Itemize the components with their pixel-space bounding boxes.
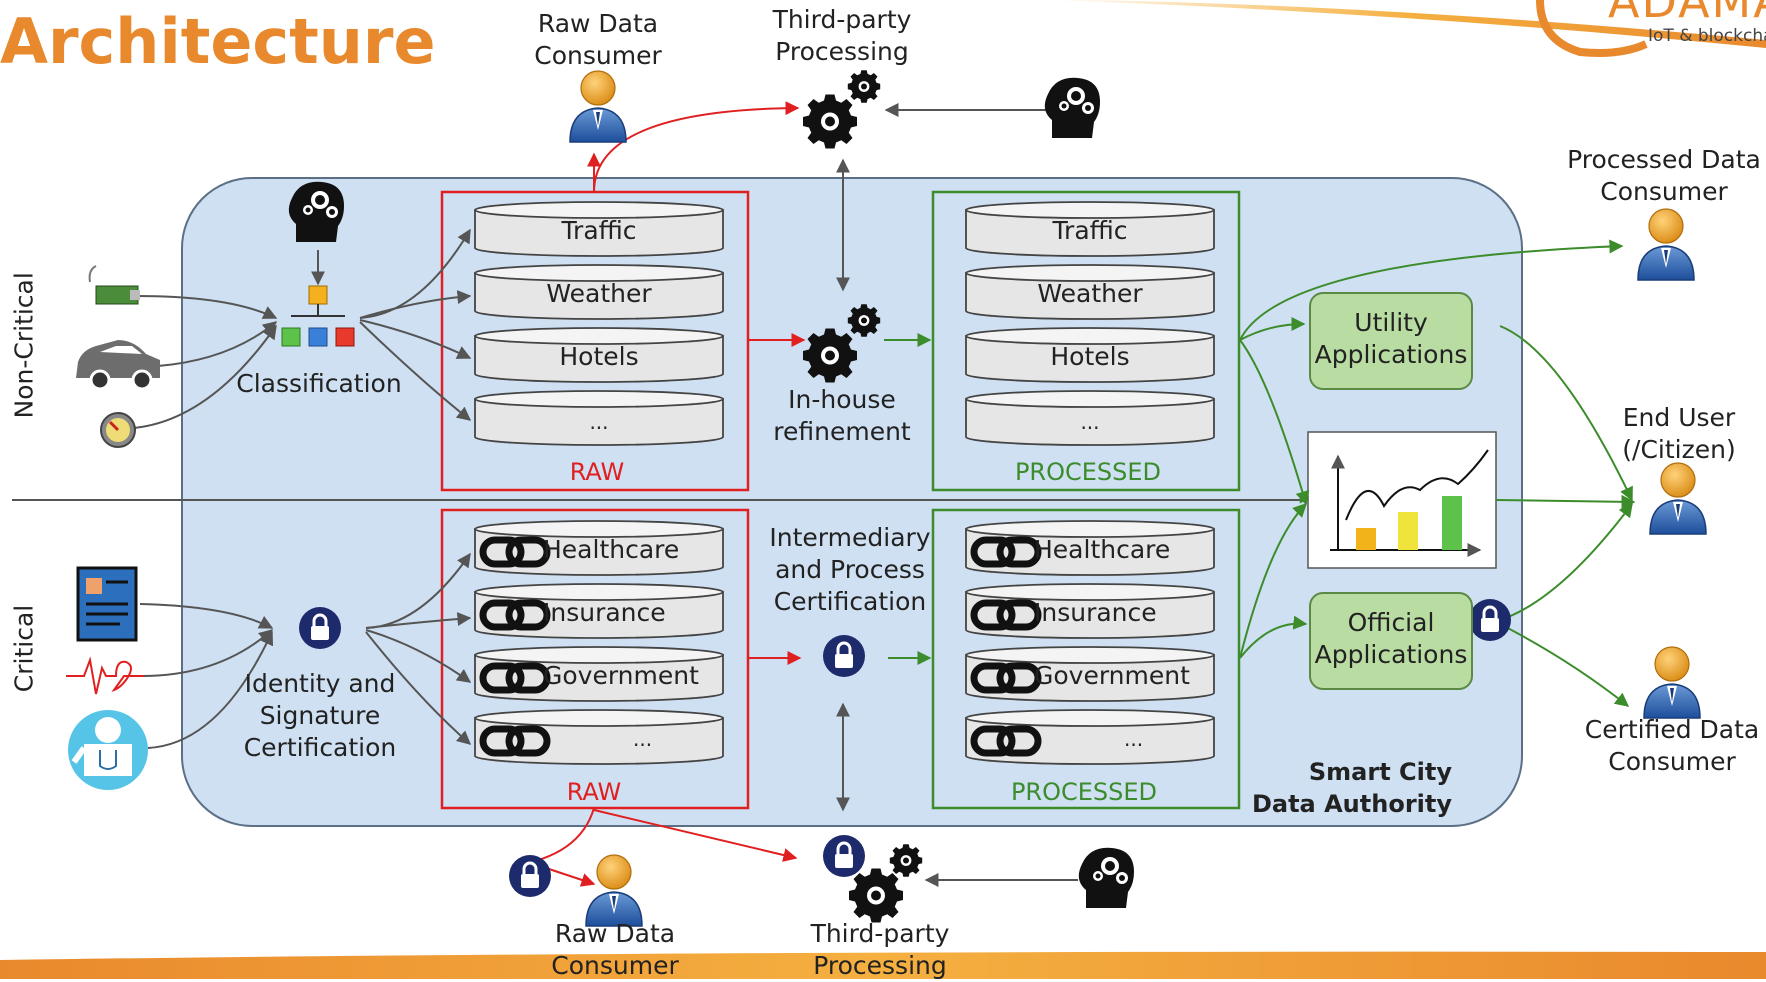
document-icon	[76, 566, 138, 642]
processed-store-cylinder: Healthcare	[964, 519, 1216, 577]
processed-store-label: Hotels	[1050, 342, 1130, 371]
raw-store-cylinder: Insurance	[473, 582, 725, 640]
processed-store-label: Traffic	[1052, 216, 1128, 245]
processed-store-label: ...	[1080, 410, 1100, 434]
raw-store-label: Insurance	[543, 598, 666, 627]
processed-store-label: Insurance	[1034, 598, 1157, 627]
raw-store-label: Traffic	[561, 216, 637, 245]
processed-store-label: ...	[1124, 727, 1144, 751]
official-applications-box[interactable]: Official Applications	[1309, 592, 1473, 690]
chain-link-icon	[479, 599, 551, 631]
raw-label-top: RAW	[569, 458, 625, 486]
processed-store-label: Weather	[1037, 279, 1143, 308]
chain-link-icon	[479, 536, 551, 568]
logo-tagline: IoT & blockcha	[1648, 26, 1766, 46]
heartbeat-icon	[66, 656, 144, 695]
processed-store-cylinder: Hotels	[964, 326, 1216, 384]
top-third-party-gears-icon	[803, 70, 881, 149]
chain-link-icon	[479, 662, 551, 694]
doctor-icon	[68, 710, 148, 790]
chain-link-icon	[970, 662, 1042, 694]
processed-frame-bottom	[931, 508, 1241, 810]
raw-store-label: ...	[633, 727, 653, 751]
processed-store-cylinder: Government	[964, 645, 1216, 703]
end-user-label: End User(/Citizen)	[1622, 403, 1736, 464]
car-icon	[76, 340, 160, 391]
raw-store-cylinder: Government	[473, 645, 725, 703]
raw-store-cylinder: Traffic	[473, 200, 725, 258]
chain-link-icon	[970, 725, 1042, 757]
critical-label: Critical	[9, 604, 39, 693]
chain-link-icon	[970, 536, 1042, 568]
raw-store-cylinder: ...	[473, 708, 725, 766]
raw-store-cylinder: Hotels	[473, 326, 725, 384]
non-critical-label: Non-Critical	[9, 272, 39, 419]
processed-store-cylinder: ...	[964, 708, 1216, 766]
chain-link-icon	[970, 599, 1042, 631]
raw-store-cylinder: Weather	[473, 263, 725, 321]
raw-store-label: Healthcare	[543, 535, 680, 564]
processed-store-cylinder: ...	[964, 389, 1216, 447]
processed-frame-top	[931, 190, 1241, 492]
logo-name: ADAMA	[1608, 0, 1766, 28]
bottom-orange-band	[0, 951, 1766, 979]
processed-label-bottom: PROCESSED	[1010, 778, 1158, 806]
raw-store-label: Weather	[546, 279, 652, 308]
raw-store-label: Government	[543, 661, 699, 690]
classification-label: Classification	[236, 369, 402, 398]
processed-store-label: Healthcare	[1034, 535, 1171, 564]
smart-city-data-authority-label: Smart City Data Authority	[1251, 758, 1452, 818]
raw-label-bottom: RAW	[566, 778, 622, 806]
raw-store-cylinder: Healthcare	[473, 519, 725, 577]
analytics-chart-icon	[1330, 449, 1489, 557]
raw-store-cylinder: ...	[473, 389, 725, 447]
processed-label-top: PROCESSED	[1014, 458, 1162, 486]
raw-store-label: Hotels	[559, 342, 639, 371]
processed-store-cylinder: Insurance	[964, 582, 1216, 640]
gauge-icon	[100, 412, 136, 448]
utility-applications-box[interactable]: Utility Applications	[1309, 292, 1473, 390]
raw-store-label: ...	[589, 410, 609, 434]
chain-link-icon	[479, 725, 551, 757]
processed-store-cylinder: Traffic	[964, 200, 1216, 258]
processed-store-label: Government	[1034, 661, 1190, 690]
sensor-icon	[88, 265, 140, 305]
page-title: Architecture	[0, 5, 436, 78]
processed-store-cylinder: Weather	[964, 263, 1216, 321]
